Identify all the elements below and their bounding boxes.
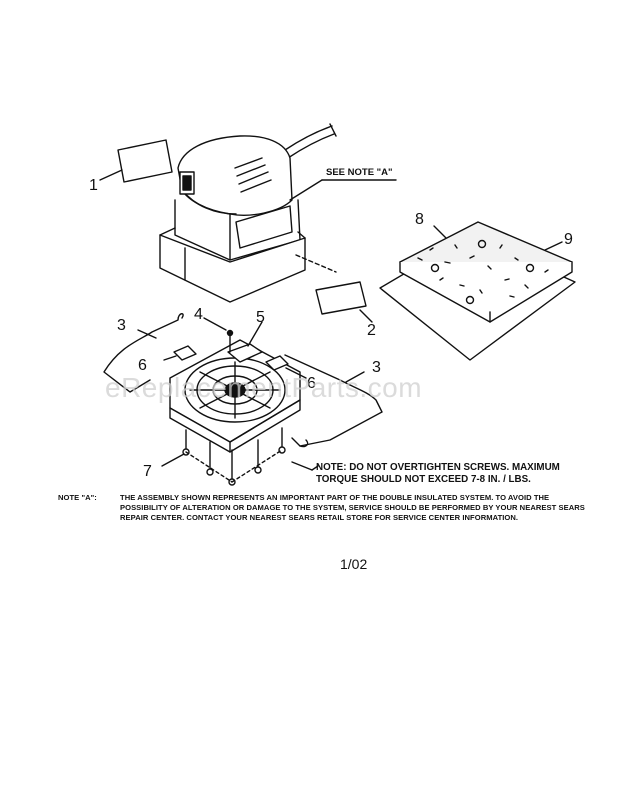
torque-note: NOTE: DO NOT OVERTIGHTEN SCREWS. MAXIMUM…: [316, 462, 560, 485]
revision-date: 1/02: [340, 556, 368, 572]
callout-3-left: 3: [117, 317, 126, 334]
watermark: eReplacementParts.com: [105, 372, 423, 403]
callout-5: 5: [256, 309, 265, 326]
note-a-label: NOTE "A":: [58, 493, 97, 502]
sander-body: [159, 123, 337, 303]
callout-6-right: 6: [307, 375, 316, 392]
callout-3-right: 3: [372, 359, 381, 376]
part-3-insulator: [103, 313, 383, 448]
callout-8: 8: [415, 211, 424, 228]
callout-2: 2: [367, 322, 376, 339]
callout-6-left: 6: [138, 357, 147, 374]
see-note-a-label: SEE NOTE "A": [326, 167, 393, 178]
callout-1: 1: [89, 177, 98, 194]
part-8-pad: [399, 221, 573, 323]
platen-assembly: [169, 329, 301, 486]
part-1-label-sheet: [117, 139, 173, 183]
note-a: NOTE "A": THE ASSEMBLY SHOWN REPRESENTS …: [58, 493, 588, 523]
note-a-text: THE ASSEMBLY SHOWN REPRESENTS AN IMPORTA…: [120, 493, 585, 522]
callout-7: 7: [143, 463, 152, 480]
callout-9: 9: [564, 231, 573, 248]
callout-4: 4: [194, 306, 203, 323]
part-2-label-sheet: [315, 281, 367, 315]
